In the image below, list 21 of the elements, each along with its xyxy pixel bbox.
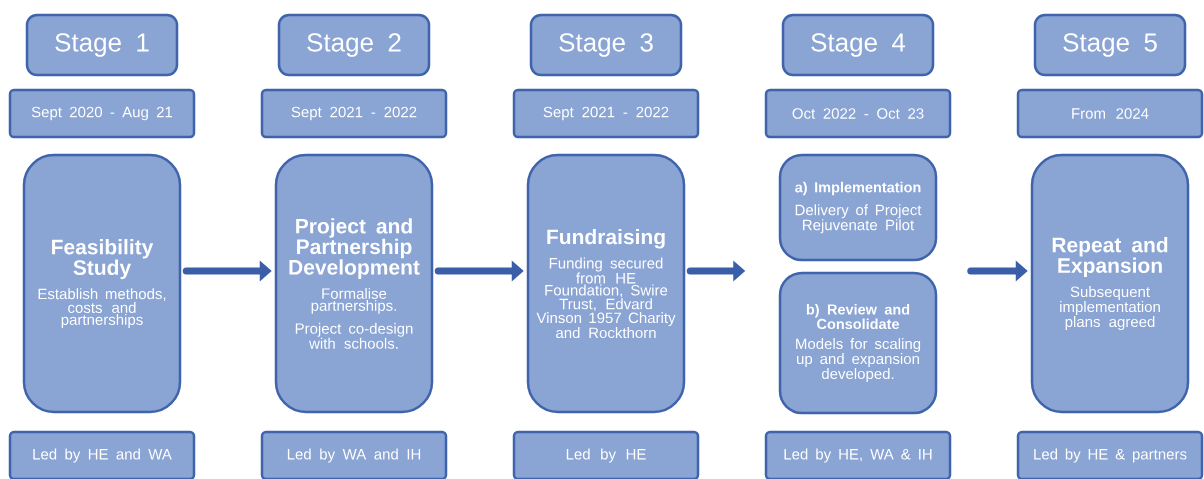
- lead-box: Led by WA and IH: [260, 430, 448, 479]
- stage-box: Stage 2: [277, 13, 431, 77]
- phase-card: b) Review and Consolidate Models for scaling up and expansion developed.: [778, 271, 938, 415]
- stage-box: Stage 3: [529, 13, 683, 77]
- phase-card: a) Implementation Delivery of Project Rejuvenate Pilot: [778, 153, 938, 262]
- date-box: From 2024: [1016, 88, 1204, 139]
- lead-box: Led by HE, WA & IH: [764, 430, 952, 479]
- date-box: Sept 2021 - 2022: [512, 88, 700, 139]
- date-box: Oct 2022 - Oct 23: [764, 88, 952, 139]
- lead-box: Led by HE: [512, 430, 700, 479]
- stage-card: Feasibility Study Establish methods, costs and partnerships: [22, 153, 182, 414]
- stage-box: Stage 5: [1033, 13, 1187, 77]
- lead-box: Led by HE & partners: [1016, 430, 1204, 479]
- stage-card: Repeat and Expansion Subsequent implementation plans agreed: [1030, 153, 1190, 414]
- lead-box: Led by HE and WA: [8, 430, 196, 479]
- stage-card: Fundraising Funding secured from HE Foundation, Swire Trust, Edvard Vinson 1957 Charity and Rockthorn: [526, 153, 686, 414]
- date-box: Sept 2020 - Aug 21: [8, 88, 196, 139]
- stage-box: Stage 4: [781, 13, 935, 77]
- date-box: Sept 2021 - 2022: [260, 88, 448, 139]
- stage-box: Stage 1: [25, 13, 179, 77]
- stage-card: Project and Partnership Development Formalise partnerships. Project co-design with schools.: [274, 153, 434, 414]
